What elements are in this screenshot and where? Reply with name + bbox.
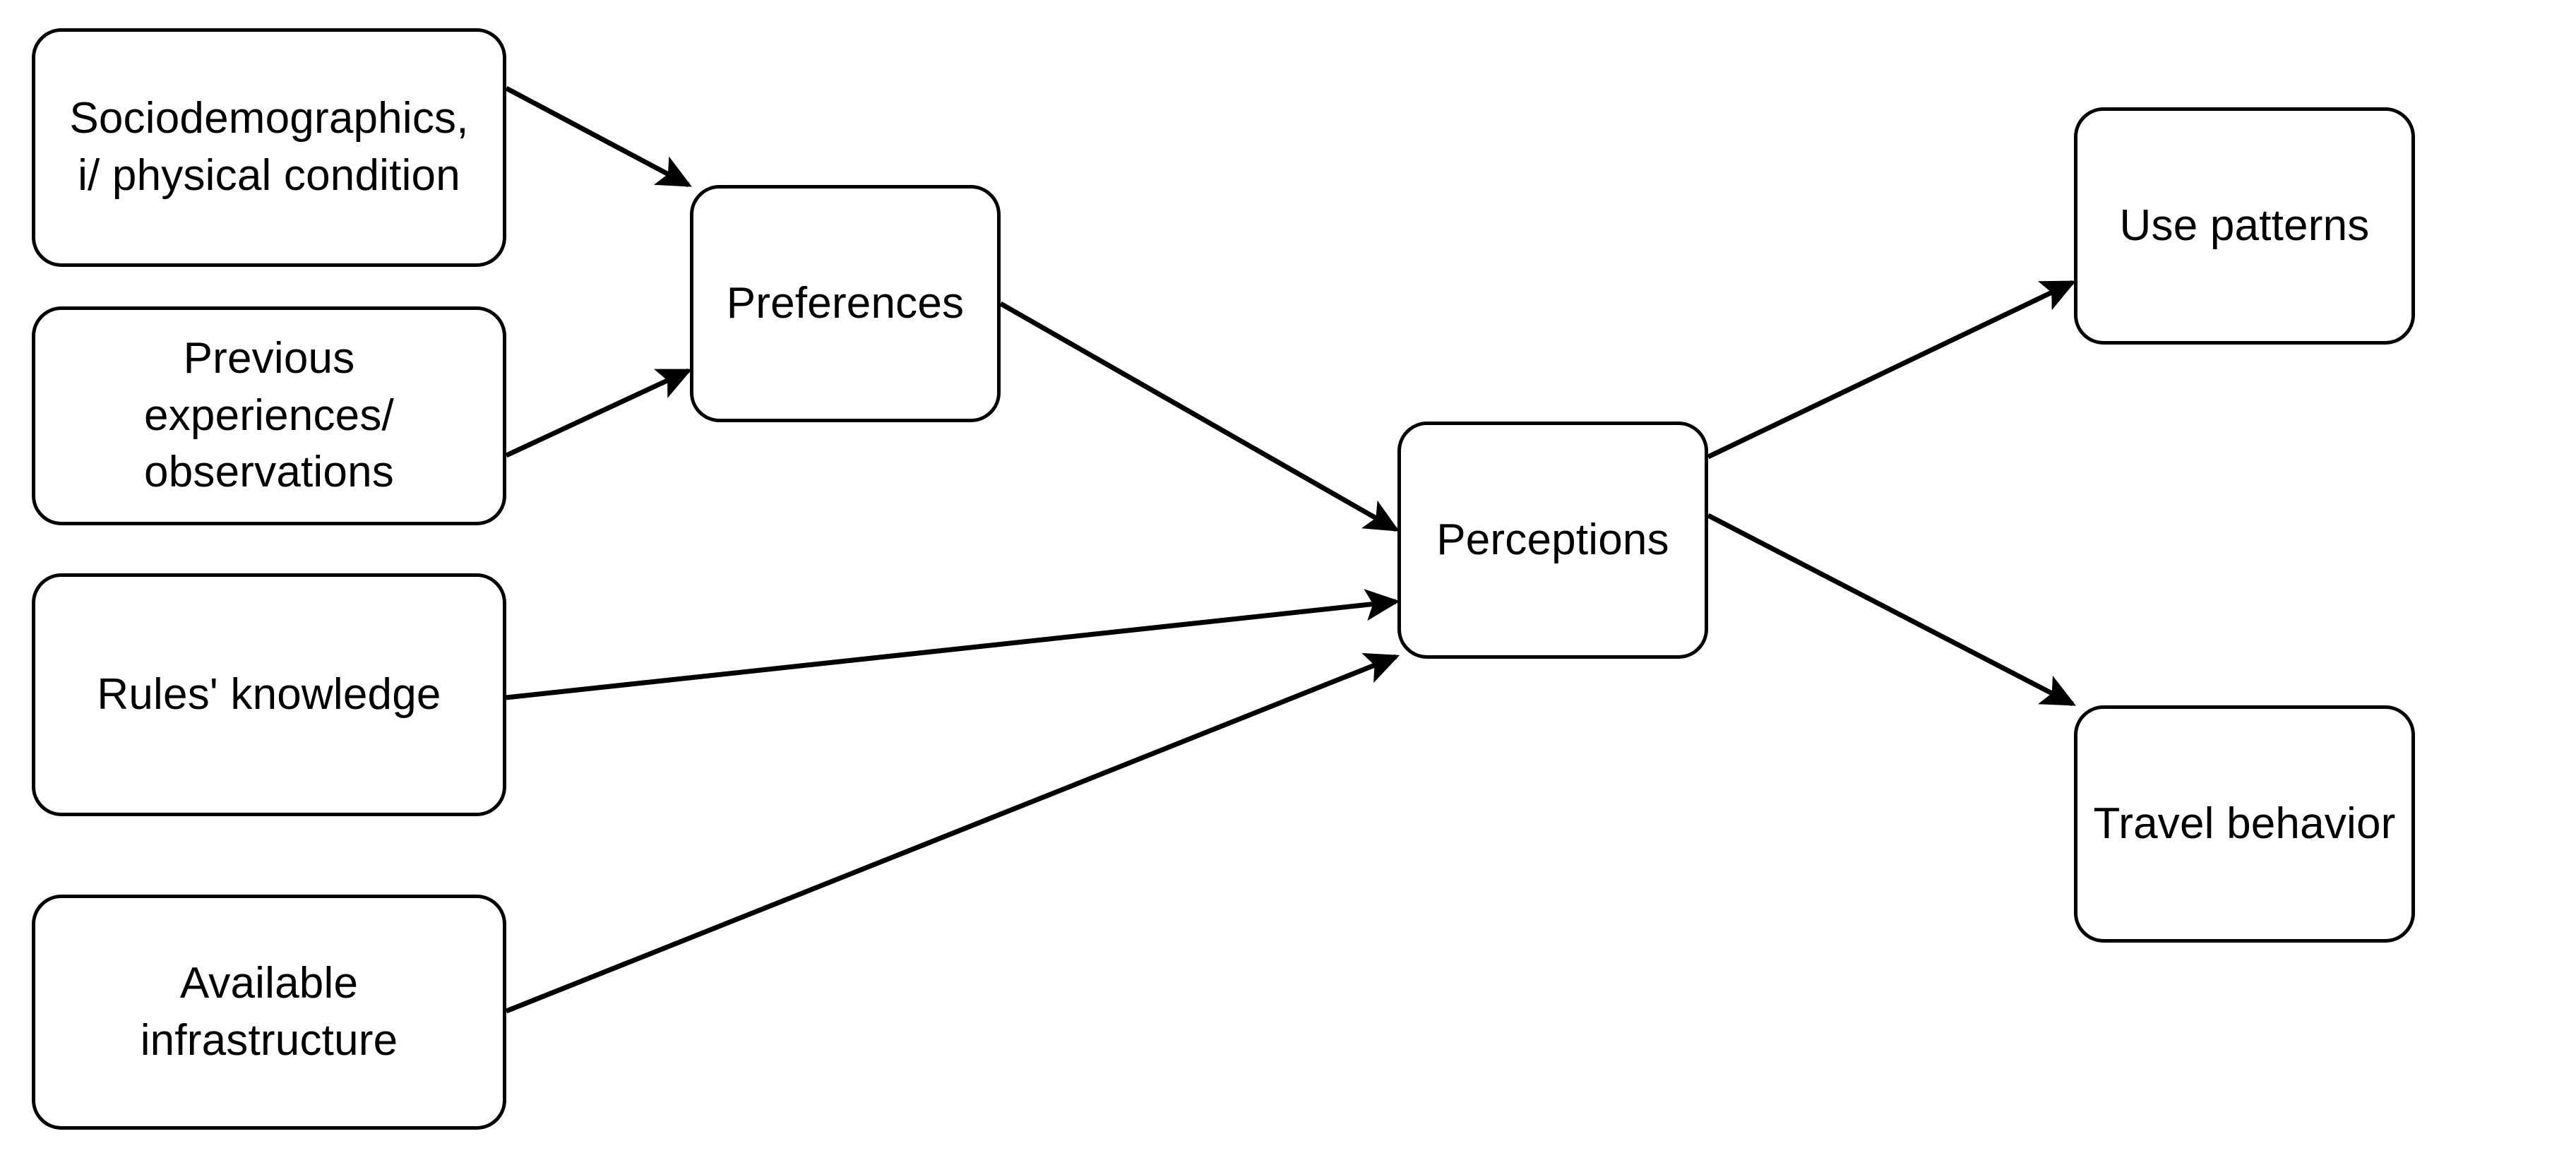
- node-label: Sociodemographics, i/ physical condition: [69, 94, 469, 200]
- edge-perceptions-to-use-patterns: [1707, 280, 2077, 460]
- node-label: Preferences: [726, 278, 965, 328]
- node-label: Use patterns: [2119, 201, 2370, 250]
- edge-perceptions-to-travel-behavior: [1707, 513, 2076, 707]
- node-label: Travel behavior: [2093, 799, 2396, 848]
- node-label: Available infrastructure: [140, 958, 398, 1065]
- node-perceptions[interactable]: Perceptions: [1397, 422, 1708, 659]
- node-rules-knowledge[interactable]: Rules' knowledge: [32, 573, 506, 816]
- node-preferences[interactable]: Preferences: [690, 185, 1001, 422]
- node-travel-behavior[interactable]: Travel behavior: [2074, 705, 2415, 943]
- edge-preferences-to-perceptions: [999, 301, 1400, 532]
- edge-socio-to-preferences: [505, 85, 692, 188]
- node-label: Rules' knowledge: [97, 669, 441, 719]
- edge-infrastructure-to-perceptions: [505, 652, 1400, 1014]
- node-label: Perceptions: [1436, 515, 1669, 564]
- edge-rules-to-perceptions: [506, 589, 1400, 700]
- edge-experiences-to-preferences: [505, 368, 693, 458]
- node-previous-experiences[interactable]: Previous experiences/ observations: [32, 306, 506, 525]
- node-label: Previous experiences/ observations: [144, 334, 394, 497]
- node-use-patterns[interactable]: Use patterns: [2074, 107, 2415, 345]
- node-sociodemographics[interactable]: Sociodemographics, i/ physical condition: [32, 28, 506, 267]
- node-available-infrastructure[interactable]: Available infrastructure: [32, 895, 506, 1130]
